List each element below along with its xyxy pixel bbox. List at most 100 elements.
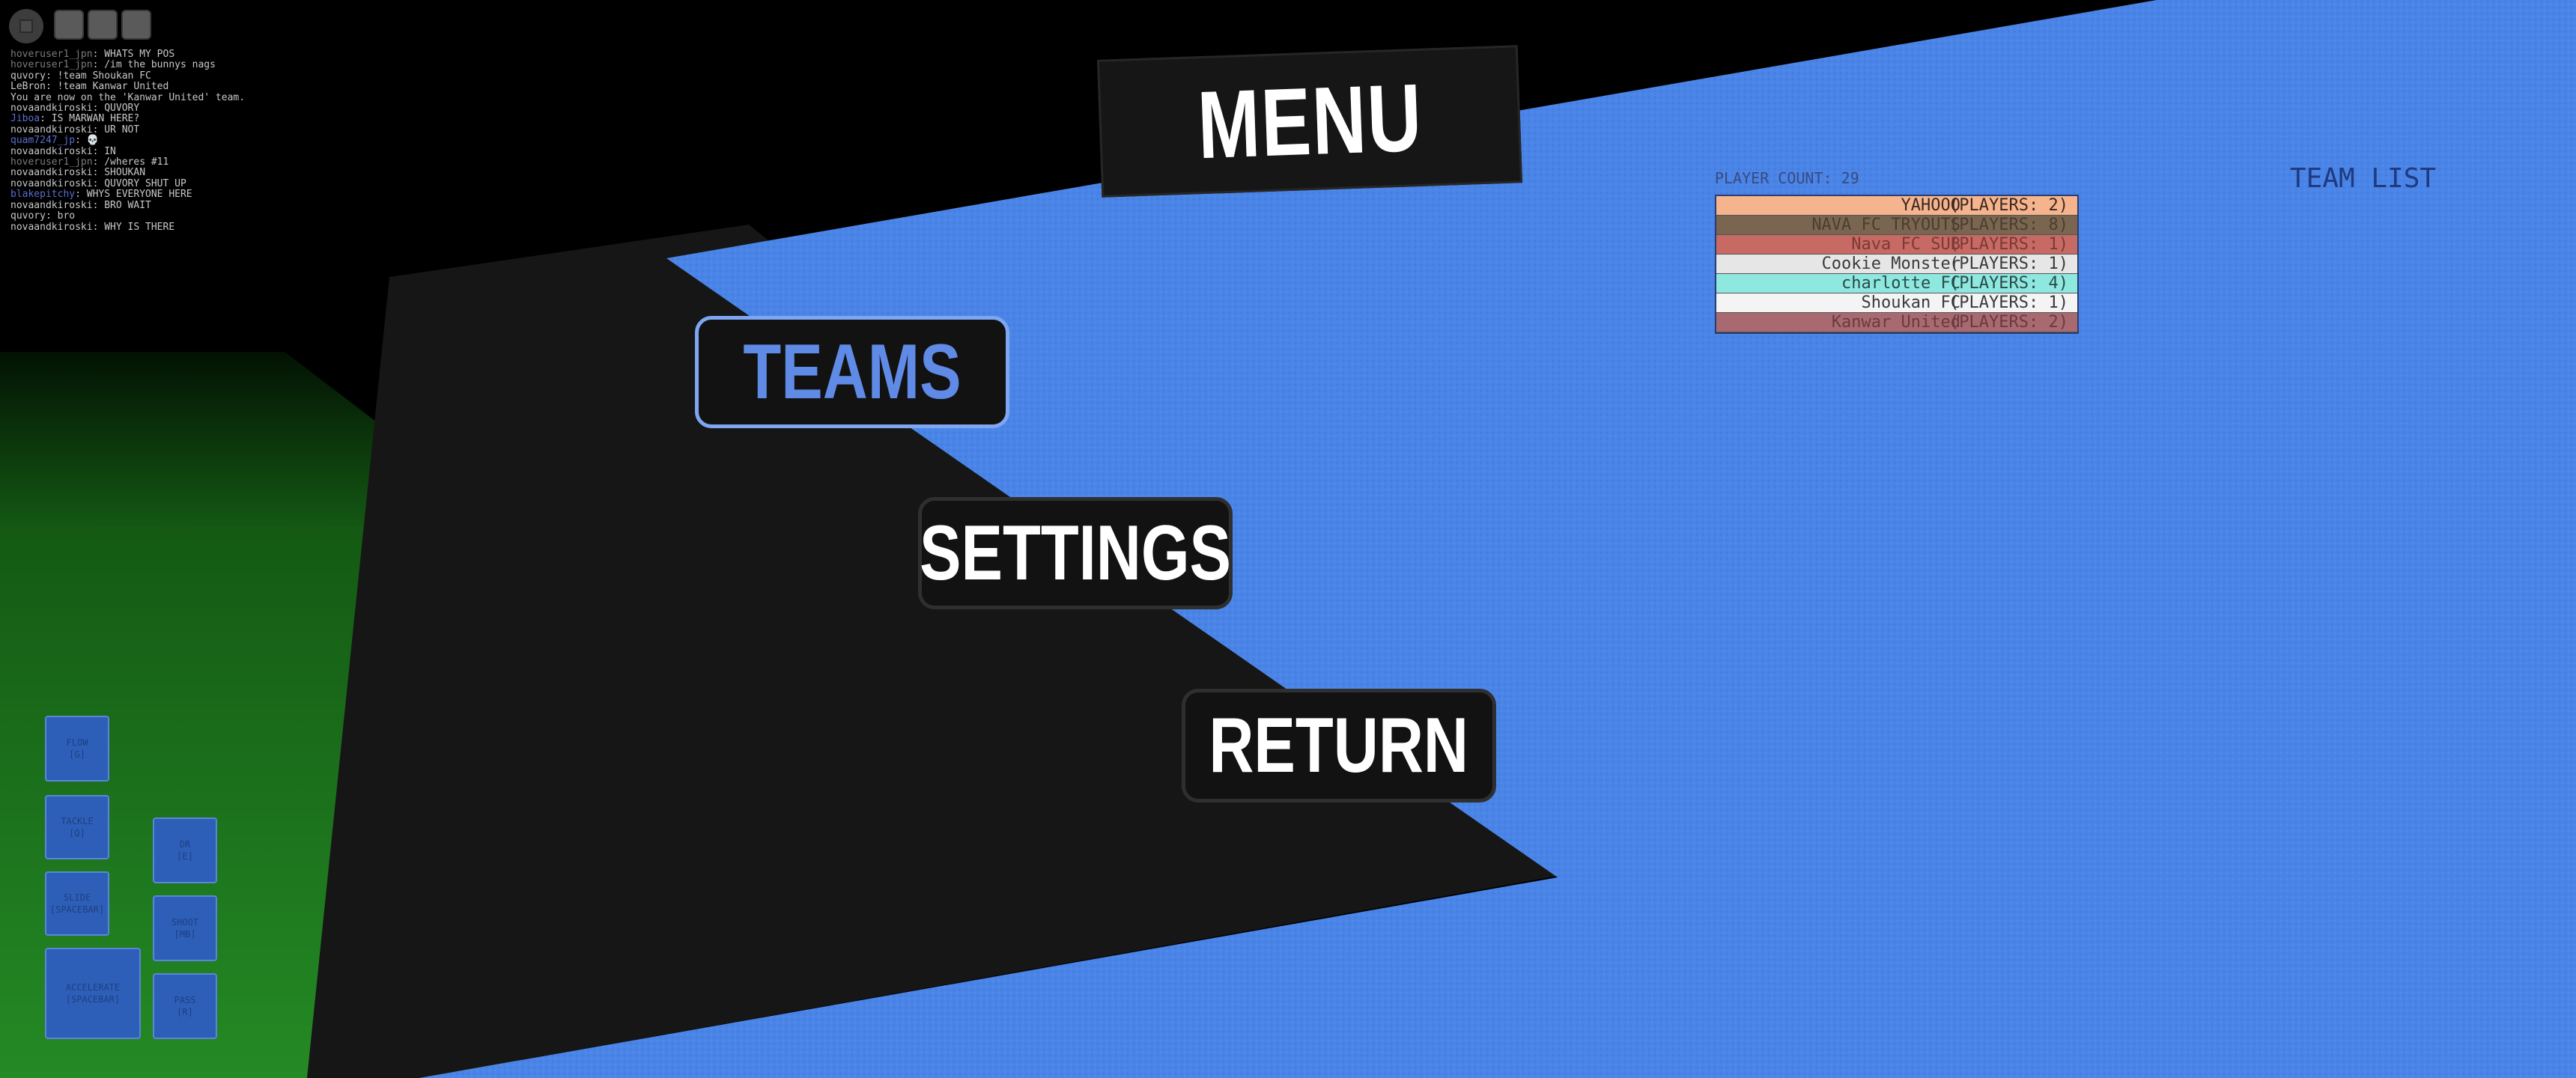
team-player-count: (PLAYERS: 1)	[1949, 235, 2068, 254]
chat-message: SHOUKAN	[104, 167, 146, 179]
shoot-label: SHOOT	[171, 917, 199, 928]
accelerate-label: ACCELERATE	[65, 982, 121, 993]
chat-line: quvory: bro	[10, 210, 76, 222]
chat-username: hoveruser1_jpn	[10, 49, 93, 60]
chat-message: WHATS MY POS	[104, 49, 175, 60]
dribble-button[interactable]: DR [E]	[153, 817, 217, 883]
chat-message: UR NOT	[104, 124, 140, 135]
shoot-button[interactable]: SHOOT [MB]	[153, 895, 217, 961]
flow-button[interactable]: FLOW [G]	[45, 716, 109, 782]
chat-message: BRO WAIT	[104, 199, 151, 211]
team-row[interactable]: Kanwar United(PLAYERS: 2)	[1716, 313, 2077, 332]
slide-key: [SPACEBAR]	[49, 904, 105, 915]
team-player-count: (PLAYERS: 4)	[1949, 274, 2068, 293]
team-row[interactable]: YAHOOO(PLAYERS: 2)	[1716, 196, 2077, 216]
chat-line: novaandkiroski: IN	[10, 145, 116, 157]
chat-message: /wheres #11	[104, 156, 169, 168]
chat-line: novaandkiroski: QUVORY	[10, 103, 140, 115]
tackle-key: [Q]	[69, 828, 85, 838]
flow-key: [G]	[69, 749, 85, 760]
team-player-count: (PLAYERS: 1)	[1949, 293, 2068, 312]
teams-button[interactable]: TEAMS	[695, 316, 1009, 428]
slide-button[interactable]: SLIDE [SPACEBAR]	[45, 871, 109, 936]
chat-username: hoveruser1_jpn	[10, 156, 93, 168]
dribble-label: DR	[179, 839, 191, 850]
chat-message: !team Shoukan FC	[57, 70, 151, 82]
chat-message: IS MARWAN HERE?	[51, 113, 140, 125]
chat-username: novaandkiroski	[10, 221, 93, 233]
pass-button[interactable]: PASS [R]	[153, 973, 217, 1039]
topbar-button-3[interactable]	[121, 10, 151, 40]
team-player-count: (PLAYERS: 2)	[1949, 313, 2068, 332]
chat-line: quvory: !team Shoukan FC	[10, 70, 151, 82]
chat-username: quvory	[10, 210, 46, 222]
chat-username: novaandkiroski	[10, 177, 93, 189]
accelerate-button[interactable]: ACCELERATE [SPACEBAR]	[45, 948, 141, 1039]
team-player-count: (PLAYERS: 8)	[1949, 216, 2068, 234]
chat-line: novaandkiroski: SHOUKAN	[10, 167, 146, 179]
tackle-label: TACKLE	[61, 816, 94, 826]
chat-username: hoveruser1_jpn	[10, 59, 93, 71]
chat-message: bro	[57, 210, 76, 222]
chat-line: LeBron: !team Kanwar United	[10, 81, 169, 93]
chat-username: LeBron	[10, 81, 46, 93]
team-row[interactable]: Shoukan FC(PLAYERS: 1)	[1716, 293, 2077, 313]
shoot-key: [MB]	[174, 929, 196, 940]
chat-line: novaandkiroski: BRO WAIT	[10, 199, 151, 211]
teams-button-label: TEAMS	[743, 328, 962, 415]
chat-username: quvory	[10, 70, 46, 82]
chat-username: novaandkiroski	[10, 167, 93, 179]
pass-label: PASS	[174, 995, 196, 1005]
topbar-menu-button[interactable]	[9, 9, 43, 43]
chat-username: quam7247_jp	[10, 135, 76, 147]
team-row[interactable]: NAVA FC TRYOUTS(PLAYERS: 8)	[1716, 216, 2077, 235]
chat-username: Jiboa	[10, 113, 40, 125]
menu-title: MENU	[1096, 45, 1523, 198]
chat-message: You are now on the 'Kanwar United' team.	[10, 91, 246, 103]
team-list: YAHOOO(PLAYERS: 2)NAVA FC TRYOUTS(PLAYER…	[1715, 195, 2079, 334]
chat-username: novaandkiroski	[10, 145, 93, 157]
team-list-title: TEAM LIST	[2290, 163, 2437, 194]
team-name: NAVA FC TRYOUTS	[1811, 216, 1960, 234]
chat-username: blakepitchy	[10, 189, 76, 201]
flow-label: FLOW	[66, 737, 88, 748]
chat-message: 💀	[86, 135, 99, 147]
player-count: PLAYER COUNT: 29	[1715, 169, 1859, 187]
settings-button[interactable]: SETTINGS	[918, 497, 1233, 609]
menu-title-text: MENU	[1195, 64, 1424, 179]
tackle-button[interactable]: TACKLE [Q]	[45, 795, 109, 859]
chat-line: quam7247_jp: 💀	[10, 135, 99, 147]
chat-line: hoveruser1_jpn: /wheres #11	[10, 156, 169, 168]
team-row[interactable]: charlotte FC(PLAYERS: 4)	[1716, 274, 2077, 293]
team-row[interactable]: Cookie Monster(PLAYERS: 1)	[1716, 255, 2077, 274]
settings-button-label: SETTINGS	[919, 509, 1232, 597]
chat-line: hoveruser1_jpn: WHATS MY POS	[10, 49, 175, 60]
chat-username: novaandkiroski	[10, 199, 93, 211]
team-name: Cookie Monster	[1821, 255, 1960, 273]
return-button-label: RETURN	[1209, 701, 1469, 789]
accelerate-key: [SPACEBAR]	[65, 994, 121, 1005]
chat-line: You are now on the 'Kanwar United' team.	[10, 91, 246, 103]
team-player-count: (PLAYERS: 1)	[1949, 255, 2068, 273]
team-name: Nava FC SUB	[1851, 235, 1960, 254]
chat-message: QUVORY	[104, 103, 140, 115]
chat-line: novaandkiroski: QUVORY SHUT UP	[10, 177, 186, 189]
chat-line: novaandkiroski: UR NOT	[10, 124, 140, 135]
return-button[interactable]: RETURN	[1182, 689, 1496, 803]
team-row[interactable]: Nava FC SUB(PLAYERS: 1)	[1716, 235, 2077, 255]
team-name: Shoukan FC	[1861, 293, 1960, 312]
topbar-button-1[interactable]	[54, 10, 84, 40]
slide-label: SLIDE	[63, 892, 91, 903]
topbar-button-2[interactable]	[88, 10, 118, 40]
chat-message: WHYS EVERYONE HERE	[86, 189, 192, 201]
chat-line: novaandkiroski: WHY IS THERE	[10, 221, 175, 233]
chat-line: hoveruser1_jpn: /im the bunnys nags	[10, 59, 216, 71]
team-name: Kanwar United	[1831, 313, 1960, 332]
chat-message: !team Kanwar United	[57, 81, 169, 93]
pass-key: [R]	[177, 1007, 193, 1017]
dribble-key: [E]	[177, 851, 193, 862]
team-name: charlotte FC	[1841, 274, 1960, 293]
square-icon	[19, 19, 33, 33]
chat-username: novaandkiroski	[10, 103, 93, 115]
